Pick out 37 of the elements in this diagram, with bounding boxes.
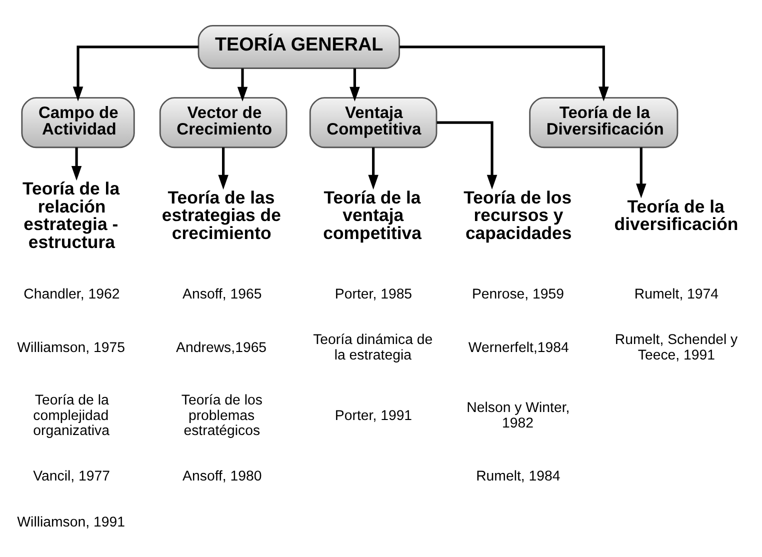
label: Andrews,1965 (176, 340, 267, 356)
node-text: Teoría de la relación estrategia - estructura (22, 178, 120, 252)
label: Teoría de los problemas estratégicos (181, 392, 262, 440)
label: Rumelt, 1984 (476, 468, 560, 485)
arrow (636, 147, 646, 198)
label: Chandler, 1962 (24, 286, 120, 303)
label: Ansoff, 1965 (182, 286, 262, 303)
node-text: Teoría de las estrategias de crecimiento (162, 187, 281, 243)
node-text: Teoría de la diversificación (614, 196, 738, 234)
node-box: Campo de Actividad (21, 97, 135, 148)
arrow (350, 68, 360, 102)
arrow (400, 46, 609, 102)
node-box: Ventaja Competitiva (309, 97, 438, 148)
node-box: Teoría de la Diversificación (529, 97, 678, 148)
node-text: Teoría de los recursos y capacidades (464, 187, 572, 243)
label: Porter, 1985 (334, 286, 412, 303)
label: Williamson, 1975 (17, 340, 125, 356)
arrow (72, 46, 198, 102)
arrow (436, 121, 498, 190)
arrow (71, 147, 82, 181)
label: Porter, 1991 (334, 408, 412, 424)
arrow (218, 147, 228, 190)
label: Vancil, 1977 (33, 468, 110, 485)
label: Nelson y Winter, 1982 (466, 400, 570, 432)
arrow (237, 68, 248, 102)
label: Penrose, 1959 (472, 286, 564, 303)
label: Teoría de la complejidad organizativa (33, 392, 110, 440)
node-box: Vector de Crecimiento (159, 97, 288, 148)
label: Wernerfelt,1984 (468, 340, 569, 356)
label: Rumelt, 1974 (634, 286, 719, 303)
label: Williamson, 1991 (17, 514, 125, 531)
arrow (368, 147, 378, 190)
label: Ansoff, 1980 (182, 468, 262, 485)
node-text: Teoría de la ventaja competitiva (323, 187, 422, 243)
label: Rumelt, Schendel y Teece, 1991 (614, 332, 738, 364)
label: Teoría dinámica de la estrategia (313, 332, 433, 364)
node-box: TEORÍA GENERAL (198, 25, 400, 69)
